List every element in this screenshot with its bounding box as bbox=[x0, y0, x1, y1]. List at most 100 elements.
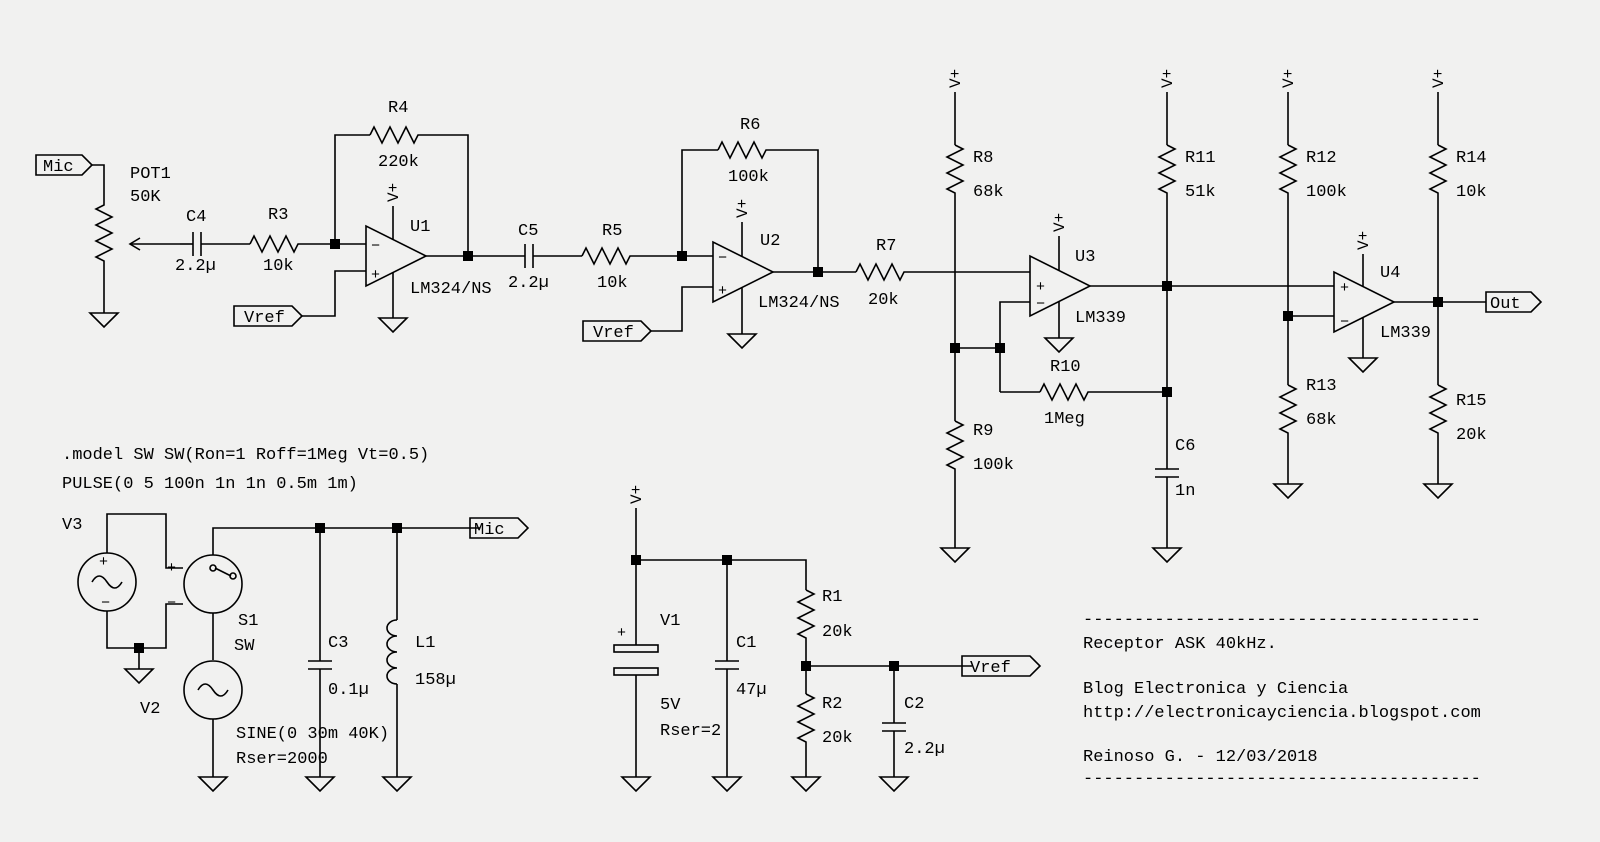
r12-value: 100k bbox=[1306, 183, 1347, 202]
r11-value: 51k bbox=[1185, 183, 1216, 202]
svg-text:+: + bbox=[1036, 279, 1045, 296]
junction-dots-top bbox=[330, 239, 1443, 397]
vref-source-flag: Vref bbox=[961, 655, 1042, 678]
svg-text:+: + bbox=[167, 560, 176, 577]
c2-value: 2.2µ bbox=[904, 740, 945, 759]
vref2-flag: Vref bbox=[582, 320, 653, 343]
c2-name: C2 bbox=[904, 695, 924, 714]
svg-text:Out: Out bbox=[1490, 295, 1521, 314]
svg-text:V+: V+ bbox=[1280, 69, 1298, 88]
mic-source-flag: Mic bbox=[469, 517, 530, 540]
r7-name: R7 bbox=[876, 237, 896, 256]
out-flag: Out bbox=[1485, 291, 1543, 314]
model-directive: .model SW SW(Ron=1 Roff=1Meg Vt=0.5) bbox=[62, 446, 429, 465]
u3-name: U3 bbox=[1075, 248, 1095, 267]
c6-value: 1n bbox=[1175, 482, 1195, 501]
r8-value: 68k bbox=[973, 183, 1004, 202]
svg-text:V+: V+ bbox=[628, 485, 646, 504]
r14-name: R14 bbox=[1456, 149, 1487, 168]
svg-text:Vref: Vref bbox=[593, 324, 634, 343]
svg-text:Mic: Mic bbox=[43, 158, 74, 177]
r2-value: 20k bbox=[822, 729, 853, 748]
c3-name: C3 bbox=[328, 634, 348, 653]
u2-name: U2 bbox=[760, 232, 780, 251]
r4-name: R4 bbox=[388, 99, 408, 118]
r1-value: 20k bbox=[822, 623, 853, 642]
svg-text:V+: V+ bbox=[1430, 69, 1448, 88]
svg-text:+: + bbox=[99, 554, 108, 571]
svg-text:V+: V+ bbox=[947, 69, 965, 88]
c3-value: 0.1µ bbox=[328, 681, 369, 700]
v3-name: V3 bbox=[62, 516, 82, 535]
v1-rser: Rser=2 bbox=[660, 722, 721, 741]
svg-text:−: − bbox=[1036, 296, 1045, 313]
v2-rser: Rser=2000 bbox=[236, 750, 328, 769]
pot1-symbol bbox=[94, 200, 180, 310]
r10-value: 1Meg bbox=[1044, 410, 1085, 429]
l1-name: L1 bbox=[415, 634, 435, 653]
note-rule-bottom: --------------------------------------- bbox=[1083, 770, 1481, 789]
u1-part: LM324/NS bbox=[410, 280, 492, 299]
c6-name: C6 bbox=[1175, 437, 1195, 456]
c4-value: 2.2µ bbox=[175, 257, 216, 276]
r2-name: R2 bbox=[822, 695, 842, 714]
svg-text:−: − bbox=[718, 250, 727, 267]
mic-input-flag: Mic bbox=[35, 154, 94, 177]
svg-text:+: + bbox=[718, 283, 727, 300]
pot1-name: POT1 bbox=[130, 165, 171, 184]
u4-name: U4 bbox=[1380, 264, 1400, 283]
r5-value: 10k bbox=[597, 274, 628, 293]
note-title: Receptor ASK 40kHz. bbox=[1083, 635, 1277, 654]
r1-name: R1 bbox=[822, 588, 842, 607]
r11-name: R11 bbox=[1185, 149, 1216, 168]
r8-name: R8 bbox=[973, 149, 993, 168]
v2-source bbox=[183, 660, 243, 720]
r3-value: 10k bbox=[263, 257, 294, 276]
r9-value: 100k bbox=[973, 456, 1014, 475]
s1-name: S1 bbox=[238, 612, 258, 631]
svg-text:+: + bbox=[617, 625, 626, 642]
v1-name: V1 bbox=[660, 612, 680, 631]
c1-value: 47µ bbox=[736, 681, 767, 700]
svg-text:V+: V+ bbox=[1355, 231, 1373, 250]
r4-value: 220k bbox=[378, 153, 419, 172]
note-rule-top: --------------------------------------- bbox=[1083, 611, 1481, 630]
svg-text:V+: V+ bbox=[734, 199, 752, 218]
svg-text:−: − bbox=[101, 595, 110, 612]
note-blog: Blog Electronica y Ciencia bbox=[1083, 680, 1348, 699]
pulse-directive: PULSE(0 5 100n 1n 1n 0.5m 1m) bbox=[62, 475, 358, 494]
svg-text:+: + bbox=[371, 267, 380, 284]
r3-name: R3 bbox=[268, 206, 288, 225]
r5-name: R5 bbox=[602, 222, 622, 241]
u3-part: LM339 bbox=[1075, 309, 1126, 328]
r9-name: R9 bbox=[973, 422, 993, 441]
pot1-value: 50K bbox=[130, 188, 161, 207]
v2-value: SINE(0 30m 40K) bbox=[236, 725, 389, 744]
r13-value: 68k bbox=[1306, 411, 1337, 430]
svg-text:Vref: Vref bbox=[244, 309, 285, 328]
r12-name: R12 bbox=[1306, 149, 1337, 168]
u1-name: U1 bbox=[410, 218, 430, 237]
r15-name: R15 bbox=[1456, 392, 1487, 411]
r13-name: R13 bbox=[1306, 377, 1337, 396]
svg-text:V+: V+ bbox=[1159, 69, 1177, 88]
c1-name: C1 bbox=[736, 634, 756, 653]
v2-name: V2 bbox=[140, 700, 160, 719]
r6-value: 100k bbox=[728, 168, 769, 187]
u2-part: LM324/NS bbox=[758, 294, 840, 313]
svg-text:V+: V+ bbox=[1051, 213, 1069, 232]
svg-text:−: − bbox=[167, 595, 176, 612]
l1-value: 158µ bbox=[415, 671, 456, 690]
c5-name: C5 bbox=[518, 222, 538, 241]
r10-name: R10 bbox=[1050, 358, 1081, 377]
r15-value: 20k bbox=[1456, 426, 1487, 445]
svg-text:Vref: Vref bbox=[970, 659, 1011, 678]
c5-value: 2.2µ bbox=[508, 274, 549, 293]
s1-model: SW bbox=[234, 637, 255, 656]
c4-name: C4 bbox=[186, 208, 206, 227]
r6-name: R6 bbox=[740, 116, 760, 135]
v3-source: + − bbox=[77, 552, 137, 612]
r7-value: 20k bbox=[868, 291, 899, 310]
r14-value: 10k bbox=[1456, 183, 1487, 202]
